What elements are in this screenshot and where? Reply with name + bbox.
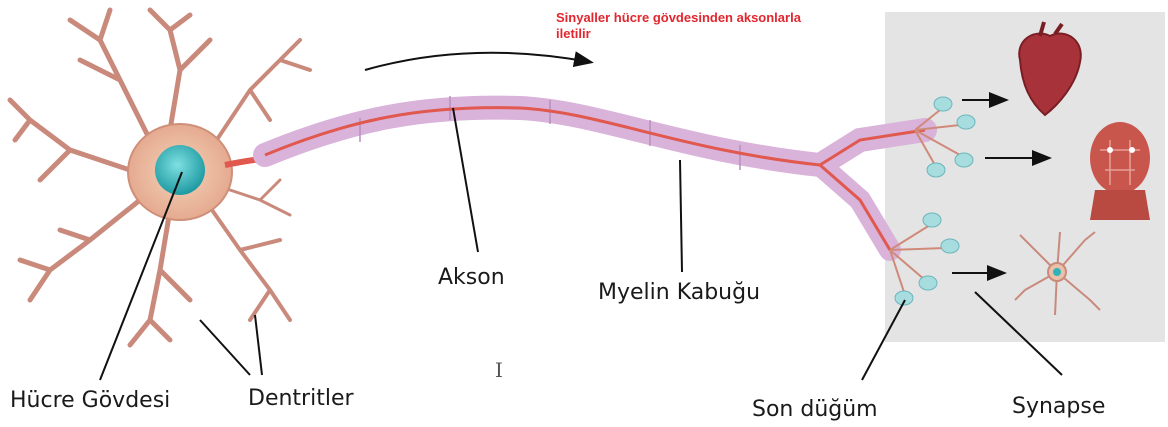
signal-annotation: Sinyaller hücre gövdesinden aksonlarla i… xyxy=(556,10,801,42)
label-terminal: Son düğüm xyxy=(752,397,878,422)
leader-lines xyxy=(99,107,1063,381)
target-arrows xyxy=(952,92,1052,281)
myelin-sheath-lower xyxy=(809,154,901,261)
label-myelin: Myelin Kabuğu xyxy=(598,280,761,305)
label-cell-body: Hücre Gövdesi xyxy=(10,388,171,413)
neuron-icon xyxy=(1014,231,1101,316)
heart-icon xyxy=(1018,21,1082,117)
dendrites xyxy=(7,7,312,348)
axon-core xyxy=(264,106,926,251)
synaptic-knobs xyxy=(894,96,976,306)
head-muscle-icon xyxy=(1090,122,1150,220)
label-dendrites: Dentritler xyxy=(248,386,354,411)
signal-annotation-line1: Sinyaller hücre gövdesinden aksonlarla xyxy=(556,10,801,25)
text-cursor-icon: I xyxy=(495,358,503,382)
axon-terminals xyxy=(889,109,961,296)
label-synapse: Synapse xyxy=(1012,394,1106,419)
nucleus xyxy=(155,145,205,195)
label-axon: Akson xyxy=(438,265,505,290)
signal-annotation-line2: iletilir xyxy=(556,26,591,41)
signal-direction-arrow xyxy=(364,51,594,71)
